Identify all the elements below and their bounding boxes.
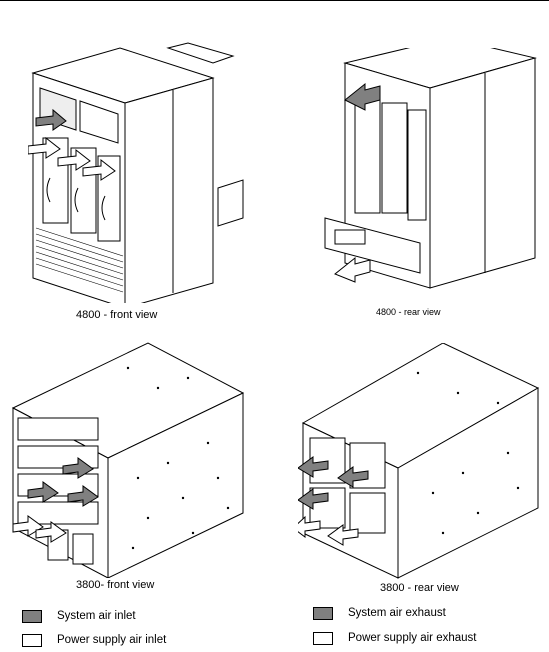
view-3800-rear <box>298 343 543 583</box>
cabinet-4800-front-illustration <box>28 42 244 303</box>
system-inlet-arrow <box>67 485 99 507</box>
legend-label: Power supply air exhaust <box>348 632 477 644</box>
system-exhaust-arrow <box>344 82 381 111</box>
swatch-gray <box>313 607 333 620</box>
view-4800-front <box>28 18 258 303</box>
chassis-3800-front-illustration <box>11 342 245 578</box>
caption-4800-front: 4800 - front view <box>76 309 158 321</box>
caption-3800-rear: 3800 - rear view <box>380 582 459 594</box>
view-4800-rear <box>310 48 540 298</box>
swatch-white <box>313 632 333 645</box>
system-exhaust-arrow <box>337 466 369 488</box>
power-inlet-arrow <box>35 521 67 543</box>
cabinet-4800-rear-illustration <box>324 48 537 289</box>
caption-3800-front: 3800- front view <box>76 579 155 591</box>
power-inlet-arrow <box>82 158 116 181</box>
chassis-3800-rear-illustration <box>298 343 540 579</box>
caption-4800-rear: 4800 - rear view <box>376 307 441 317</box>
system-exhaust-arrow <box>298 488 329 510</box>
view-3800-front <box>8 338 248 578</box>
power-inlet-arrow <box>28 136 61 159</box>
legend-power-inlet: Power supply air inlet <box>22 634 262 652</box>
system-inlet-arrow <box>35 108 67 131</box>
power-exhaust-arrow <box>327 524 359 546</box>
swatch-gray <box>22 610 42 623</box>
legend-label: System air inlet <box>57 610 136 622</box>
power-exhaust-arrow <box>298 515 321 538</box>
legend-label: System air exhaust <box>348 607 446 619</box>
power-inlet-arrow <box>57 148 91 171</box>
top-rule <box>0 0 549 1</box>
legend-system-exhaust: System air exhaust <box>313 607 543 625</box>
legend-label: Power supply air inlet <box>57 634 167 646</box>
swatch-white <box>22 634 42 647</box>
legend-system-inlet: System air inlet <box>22 610 262 628</box>
legend-power-exhaust: Power supply air exhaust <box>313 632 543 650</box>
power-exhaust-arrow <box>334 256 371 283</box>
system-inlet-arrow <box>62 457 94 479</box>
system-inlet-arrow <box>27 481 59 503</box>
system-exhaust-arrow <box>298 456 329 478</box>
